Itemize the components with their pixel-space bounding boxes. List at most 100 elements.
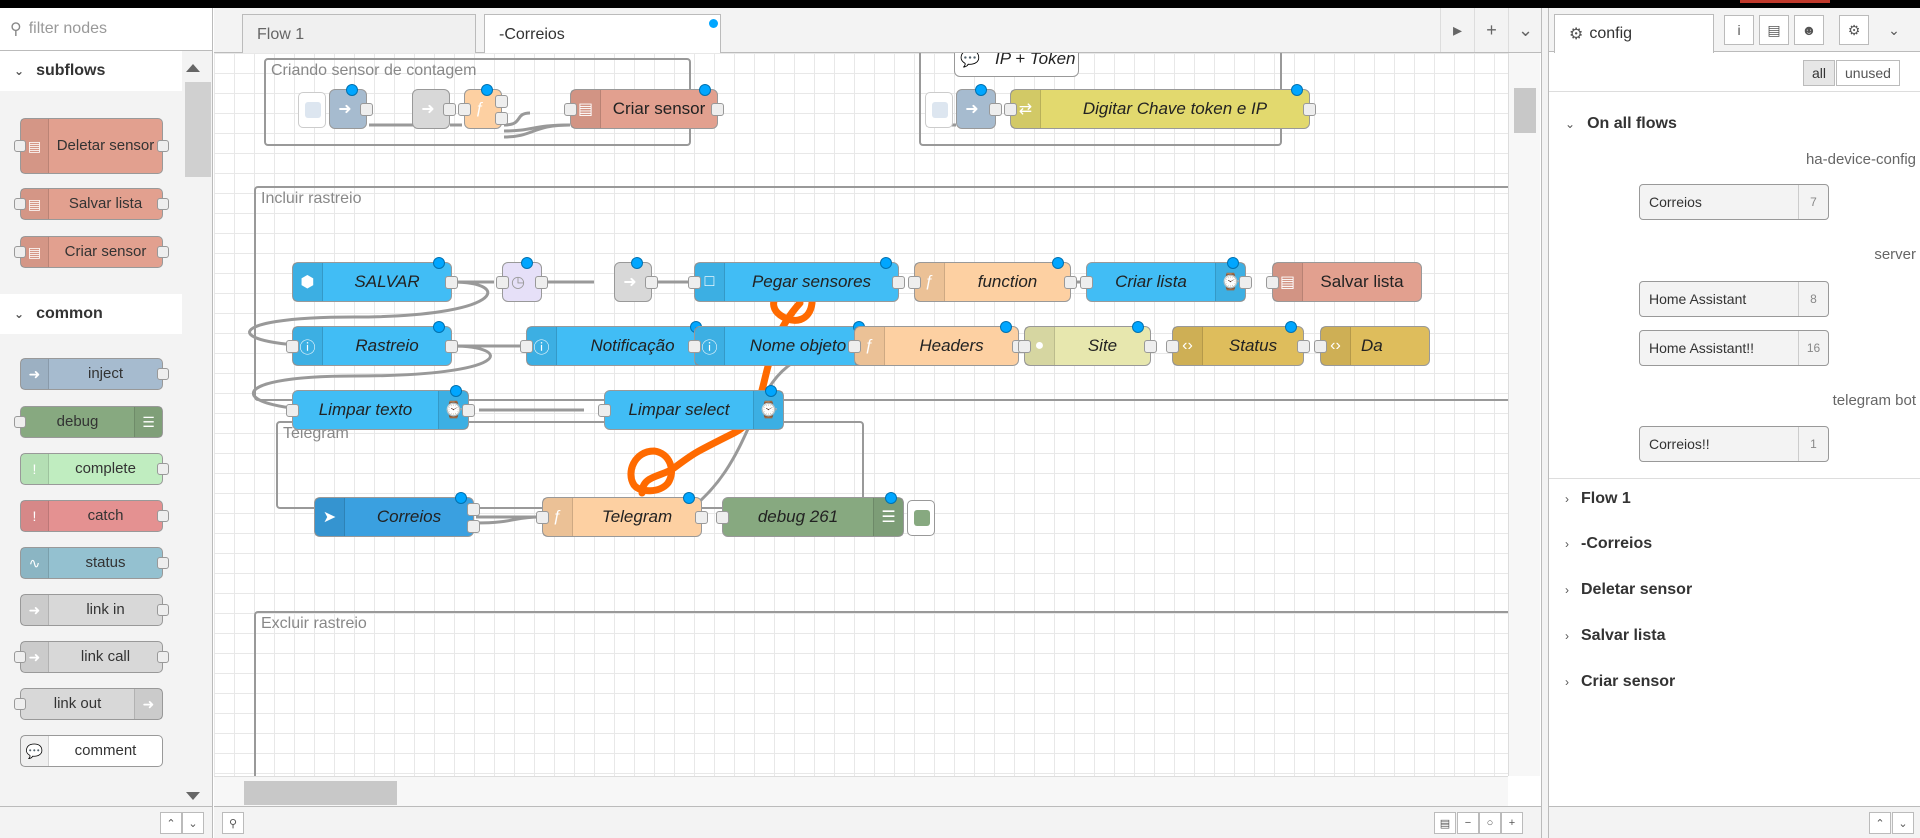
config-node-correios-bot[interactable]: Correios!! 1 bbox=[1639, 426, 1829, 462]
inject-button[interactable] bbox=[925, 92, 953, 128]
tab-correios[interactable]: -Correios bbox=[484, 14, 721, 54]
input-port[interactable] bbox=[688, 340, 701, 353]
output-port[interactable] bbox=[495, 112, 508, 125]
input-port[interactable] bbox=[1018, 340, 1031, 353]
change-node[interactable]: ⇄ Digitar Chave token e IP bbox=[1004, 84, 1316, 129]
palette-filter[interactable]: ⚲ filter nodes bbox=[0, 8, 212, 51]
deploy-button-edge[interactable] bbox=[1740, 0, 1830, 3]
output-port[interactable] bbox=[157, 510, 169, 522]
sidebar-resize-handle[interactable] bbox=[1541, 8, 1549, 838]
criar-lista-node[interactable]: ⌚ Criar lista bbox=[1080, 257, 1252, 302]
scroll-tabs-icon[interactable]: ▸ bbox=[1440, 8, 1474, 52]
output-port[interactable] bbox=[462, 404, 475, 417]
output-port[interactable] bbox=[1144, 340, 1157, 353]
map-icon[interactable]: ▤ bbox=[1434, 812, 1456, 834]
book-icon[interactable]: ▤ bbox=[1759, 15, 1789, 45]
palette-node-link-call[interactable]: ➜ link call bbox=[14, 641, 169, 673]
debug-toggle-button[interactable] bbox=[907, 500, 935, 536]
bug-icon[interactable]: ☻ bbox=[1794, 15, 1824, 45]
input-port[interactable] bbox=[598, 404, 611, 417]
headers-node[interactable]: ƒ Headers bbox=[848, 321, 1025, 366]
palette-node-comment[interactable]: 💬 comment bbox=[20, 735, 163, 767]
link-in-node-2[interactable]: ➜ bbox=[614, 257, 658, 302]
rastreio-node[interactable]: ⓘ Rastreio bbox=[286, 321, 458, 366]
inject-node[interactable]: ➜ bbox=[298, 84, 373, 129]
correios-telegram-node[interactable]: ➤ Correios bbox=[314, 492, 480, 537]
config-node-home-assistant-2[interactable]: Home Assistant!! 16 bbox=[1639, 330, 1829, 366]
section-deletar-sensor[interactable]: › Deletar sensor bbox=[1549, 570, 1920, 610]
input-port[interactable] bbox=[848, 340, 861, 353]
salvar-node[interactable]: ⬢ SALVAR bbox=[292, 257, 458, 302]
category-common[interactable]: ⌄ common bbox=[0, 294, 182, 334]
config-node-correios[interactable]: Correios 7 bbox=[1639, 184, 1829, 220]
output-port[interactable] bbox=[989, 103, 1002, 116]
input-port[interactable] bbox=[1266, 276, 1279, 289]
palette-node-catch[interactable]: ! catch bbox=[20, 500, 169, 532]
output-port[interactable] bbox=[695, 511, 708, 524]
palette-node-salvar-lista[interactable]: ▤ Salvar lista bbox=[14, 188, 169, 220]
input-port[interactable] bbox=[716, 511, 729, 524]
flow-canvas[interactable]: Criando sensor de contagem Incluir rastr… bbox=[214, 53, 1508, 776]
zoom-reset-icon[interactable]: ○ bbox=[1479, 812, 1501, 834]
input-port[interactable] bbox=[286, 340, 299, 353]
output-port[interactable] bbox=[360, 103, 373, 116]
input-port[interactable] bbox=[14, 698, 26, 710]
palette-node-criar-sensor[interactable]: ▤ Criar sensor bbox=[14, 236, 169, 268]
collapse-all-icon[interactable]: ⌃ bbox=[1869, 812, 1891, 834]
input-port[interactable] bbox=[14, 140, 26, 152]
inject-button[interactable] bbox=[298, 92, 326, 128]
output-port[interactable] bbox=[157, 140, 169, 152]
output-port[interactable] bbox=[535, 276, 548, 289]
group-excluir-rastreio[interactable]: Excluir rastreio bbox=[254, 611, 1508, 776]
input-port[interactable] bbox=[688, 276, 701, 289]
input-port[interactable] bbox=[1314, 340, 1327, 353]
site-node[interactable]: ● Site bbox=[1018, 321, 1157, 366]
input-port[interactable] bbox=[14, 198, 26, 210]
output-port[interactable] bbox=[157, 557, 169, 569]
scroll-thumb[interactable] bbox=[185, 82, 211, 177]
section-flow-1[interactable]: › Flow 1 bbox=[1549, 478, 1920, 518]
scroll-up-icon[interactable] bbox=[186, 64, 200, 72]
output-port[interactable] bbox=[1297, 340, 1310, 353]
expand-all-icon[interactable]: ⌄ bbox=[1892, 812, 1914, 834]
limpar-select-node[interactable]: ⌚ Limpar select bbox=[598, 385, 784, 430]
scroll-thumb[interactable] bbox=[244, 781, 397, 805]
palette-node-inject[interactable]: ➜ inject bbox=[20, 358, 169, 390]
palette-node-link-out[interactable]: ➜ link out bbox=[14, 688, 163, 720]
output-port[interactable] bbox=[467, 520, 480, 533]
output-port[interactable] bbox=[157, 604, 169, 616]
input-port[interactable] bbox=[908, 276, 921, 289]
section-salvar-lista[interactable]: › Salvar lista bbox=[1549, 616, 1920, 656]
output-port[interactable] bbox=[157, 463, 169, 475]
salvar-lista-node[interactable]: ▤ Salvar lista bbox=[1266, 262, 1422, 302]
telegram-function-node[interactable]: ƒ Telegram bbox=[536, 492, 708, 537]
function-node-2[interactable]: ƒ function bbox=[908, 257, 1077, 302]
expand-all-icon[interactable]: ⌄ bbox=[182, 812, 204, 834]
category-subflows[interactable]: ⌄ subflows bbox=[0, 51, 182, 91]
info-icon[interactable]: i bbox=[1724, 15, 1754, 45]
tab-menu-icon[interactable]: ⌄ bbox=[1508, 8, 1542, 52]
filter-unused-button[interactable]: unused bbox=[1836, 60, 1900, 86]
group-incluir-rastreio[interactable]: Incluir rastreio bbox=[254, 186, 1508, 401]
delay-node[interactable]: ◷ bbox=[496, 257, 548, 302]
input-port[interactable] bbox=[286, 404, 299, 417]
input-port[interactable] bbox=[520, 340, 533, 353]
output-port[interactable] bbox=[467, 503, 480, 516]
input-port[interactable] bbox=[14, 246, 26, 258]
palette-node-status[interactable]: ∿ status bbox=[20, 547, 169, 579]
comment-node[interactable]: 💬 IP + Token bbox=[954, 53, 1079, 77]
zoom-out-icon[interactable]: − bbox=[1457, 812, 1479, 834]
search-icon[interactable]: ⚲ bbox=[222, 812, 244, 834]
link-in-node[interactable]: ➜ bbox=[412, 89, 456, 129]
debug-261-node[interactable]: ☰ debug 261 bbox=[716, 492, 935, 537]
output-port[interactable] bbox=[157, 368, 169, 380]
output-port[interactable] bbox=[1064, 276, 1077, 289]
tab-config[interactable]: ⚙ config bbox=[1554, 14, 1714, 53]
section-on-all-flows[interactable]: ⌄ On all flows bbox=[1549, 104, 1920, 144]
input-port[interactable] bbox=[1004, 103, 1017, 116]
output-port[interactable] bbox=[445, 276, 458, 289]
notificacao-node[interactable]: ⓘ Notificação bbox=[520, 321, 715, 366]
output-port[interactable] bbox=[443, 103, 456, 116]
palette-scrollbar[interactable] bbox=[182, 58, 211, 808]
output-port[interactable] bbox=[1239, 276, 1252, 289]
